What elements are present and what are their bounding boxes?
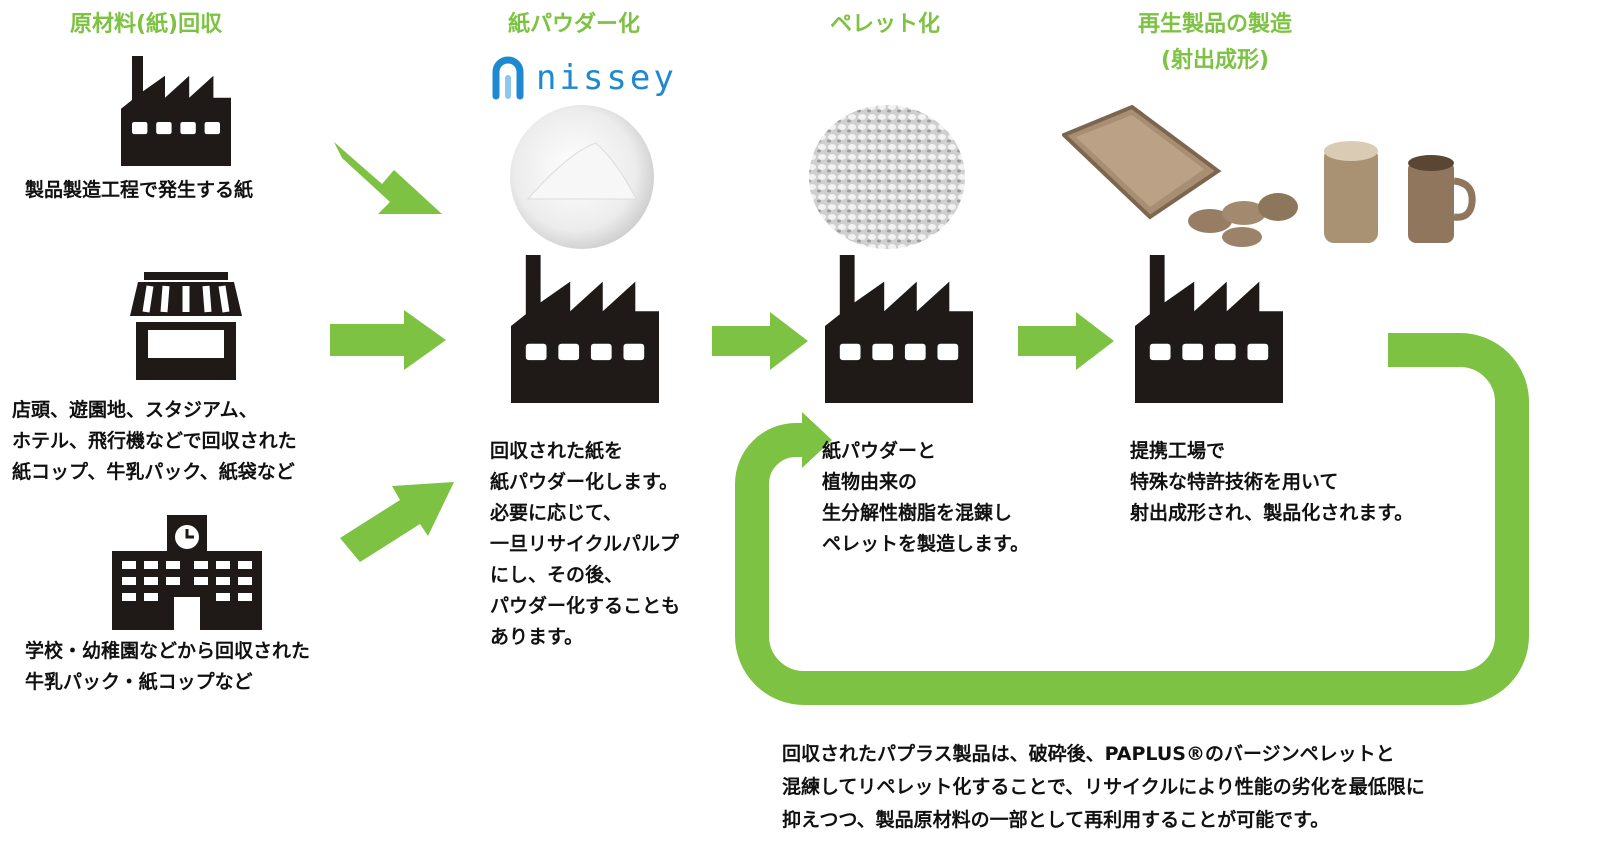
factory-icon	[825, 255, 973, 403]
powder-image	[510, 105, 654, 249]
store-icon	[130, 272, 242, 380]
school-caption: 学校・幼稚園などから回収された 牛乳パック・紙コップなど	[25, 636, 310, 698]
arrow-icon	[330, 310, 446, 370]
products-image	[1062, 104, 1476, 247]
step-powder-line: 一旦リサイクルパルプ	[490, 533, 680, 555]
step-powder-line: 必要に応じて、	[490, 502, 623, 524]
step-powder-line: パウダー化することも	[490, 595, 681, 617]
step-pellet-line: 生分解性樹脂を混錬し	[822, 502, 1013, 524]
arrow-icon	[1018, 312, 1114, 370]
nissey-logo-mark	[492, 56, 524, 100]
step-pellet-text: 紙パウダーと 植物由来の 生分解性樹脂を混錬し ペレットを製造します。	[822, 436, 1029, 560]
arrow-icon	[334, 142, 442, 214]
step-molding-line: 提携工場で	[1130, 440, 1226, 462]
step-powder-line: あります。	[490, 626, 584, 648]
step-pellet-line: 植物由来の	[822, 471, 918, 493]
step-pellet-line: ペレットを製造します。	[822, 533, 1030, 555]
step-powder-line: にし、その後、	[490, 564, 624, 586]
nissey-logo: nissey	[490, 56, 680, 102]
step-pellet-line: 紙パウダーと	[822, 440, 937, 462]
heading-powder: 紙パウダー化	[508, 12, 641, 37]
step-powder-line: 紙パウダー化します。	[490, 471, 679, 493]
factory-icon	[1135, 255, 1283, 403]
heading-molding-line1: 再生製品の製造	[1137, 12, 1292, 37]
step-powder-line: 回収された紙を	[490, 440, 624, 462]
heading-molding-line2: (射出成形)	[1160, 48, 1270, 73]
recycle-loop-arrow	[735, 333, 1529, 705]
step-molding-line: 特殊な特許技術を用いて	[1130, 471, 1339, 493]
store-caption: 店頭、遊園地、スタジアム、 ホテル、飛行機などで回収された 紙コップ、牛乳パック…	[12, 395, 297, 488]
step-powder-text: 回収された紙を 紙パウダー化します。 必要に応じて、 一旦リサイクルパルプ にし…	[490, 436, 680, 653]
arrow-icon	[712, 312, 808, 370]
recycle-note-line: 回収されたパプラス製品は、破砕後、PAPLUS®のバージンペレットと	[782, 743, 1395, 765]
store-caption-line: 紙コップ、牛乳パック、紙袋など	[12, 461, 295, 483]
step-molding-line: 射出成形され、製品化されます。	[1130, 502, 1414, 524]
factory-icon	[511, 255, 659, 403]
school-caption-line: 学校・幼稚園などから回収された	[25, 640, 311, 662]
heading-molding: 再生製品の製造 (射出成形)	[1110, 6, 1320, 74]
heading-pellet: ペレット化	[830, 12, 941, 37]
store-caption-line: ホテル、飛行機などで回収された	[12, 430, 297, 452]
recycle-note-line: 混練してリペレット化することで、リサイクルにより性能の劣化を最低限に	[782, 776, 1425, 798]
store-caption-line: 店頭、遊園地、スタジアム、	[12, 399, 258, 421]
step-molding-text: 提携工場で 特殊な特許技術を用いて 射出成形され、製品化されます。	[1130, 436, 1413, 529]
recycle-note-line: 抑えつつ、製品原材料の一部として再利用することが可能です。	[782, 809, 1330, 831]
pellet-image	[809, 105, 965, 249]
arrow-icon	[340, 482, 454, 562]
factory-icon	[121, 56, 231, 166]
school-caption-line: 牛乳パック・紙コップなど	[25, 671, 253, 693]
nissey-logo-text: nissey	[536, 58, 677, 98]
school-icon	[112, 515, 262, 630]
heading-collection: 原材料(紙)回収	[70, 12, 223, 37]
recycle-note: 回収されたパプラス製品は、破砕後、PAPLUS®のバージンペレットと 混練してリ…	[782, 738, 1425, 837]
factory-caption: 製品製造工程で発生する紙	[25, 179, 254, 201]
